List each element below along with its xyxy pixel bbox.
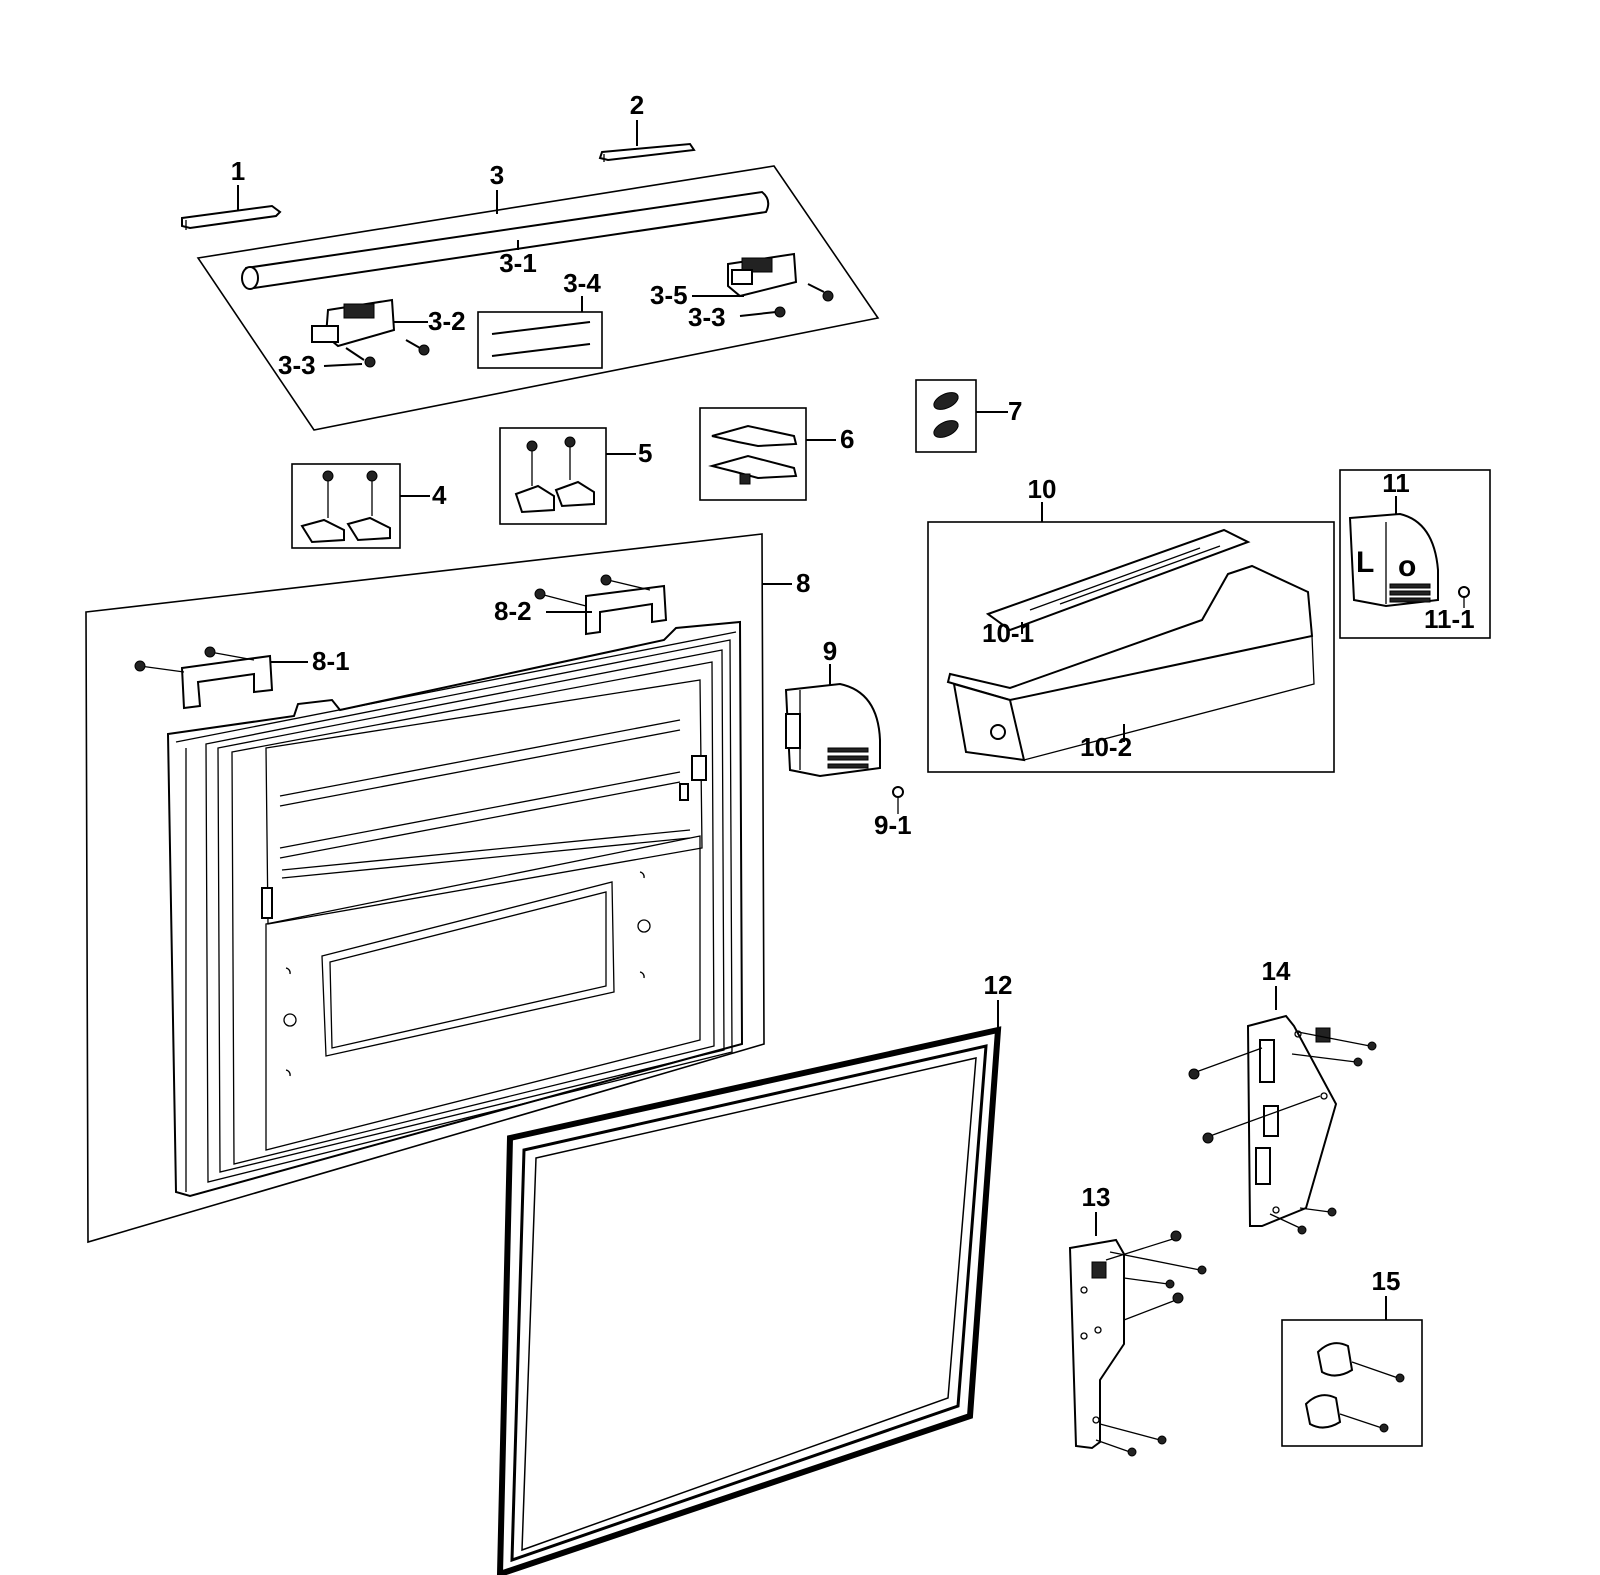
callout-12: 12 [984, 970, 1013, 1000]
part-3-4-gasket-strips [477, 296, 603, 369]
callout-5: 5 [638, 438, 652, 468]
callout-3-4: 3-4 [563, 268, 601, 298]
panel-3-hinge-kit [196, 165, 880, 431]
panel-11-hinge-cover: L o [1339, 469, 1491, 639]
callout-13: 13 [1082, 1182, 1111, 1212]
part-4-hinge-blocks [291, 463, 430, 549]
callout-6: 6 [840, 424, 854, 454]
part-3-2-hinge [311, 298, 428, 348]
panel-8-door-assembly [85, 533, 792, 1244]
callout-10-1: 10-1 [982, 618, 1034, 648]
part-12-door-gasket [496, 1000, 1002, 1575]
panel-10-door-bin [927, 502, 1335, 773]
callout-1: 1 [231, 156, 245, 186]
screw-3-3-a [323, 339, 430, 368]
callout-9: 9 [823, 636, 837, 666]
part-8-door-body [166, 620, 744, 1198]
callout-4: 4 [432, 480, 447, 510]
part-8-2-bracket [534, 574, 668, 636]
part-9-hinge-cover [784, 664, 904, 814]
callout-11: 11 [1382, 468, 1410, 498]
part-10-1-bin-cover [985, 528, 1251, 632]
cover-letter-right: o [1398, 550, 1416, 583]
callout-14: 14 [1262, 956, 1291, 986]
part-3-5-hinge [692, 252, 834, 318]
callout-2: 2 [630, 90, 644, 120]
callout-8-1: 8-1 [312, 646, 350, 676]
part-10-2-bin [946, 564, 1314, 702]
callout-9-1: 9-1 [874, 810, 912, 840]
part-14-mounting-bracket [1188, 986, 1377, 1235]
callout-3-3-left: 3-3 [278, 350, 316, 380]
part-5-hinge-blocks [499, 427, 636, 525]
part-13-mounting-bracket [1068, 1212, 1207, 1457]
callout-3-3-right: 3-3 [688, 302, 726, 332]
callout-3-2: 3-2 [428, 306, 466, 336]
part-2-hinge-cover [598, 120, 696, 162]
callout-10: 10 [1028, 474, 1057, 504]
callout-3: 3 [490, 160, 504, 190]
part-7-caps [915, 379, 1008, 453]
callout-7: 7 [1008, 396, 1022, 426]
callout-10-2: 10-2 [1080, 732, 1132, 762]
callout-3-5: 3-5 [650, 280, 688, 310]
part-15-door-stops [1281, 1296, 1423, 1447]
part-8-1-bracket [134, 646, 308, 710]
callout-8: 8 [796, 568, 810, 598]
callout-11-1: 11-1 [1424, 604, 1475, 634]
callout-3-1: 3-1 [499, 248, 537, 278]
callout-8-2: 8-2 [494, 596, 532, 626]
callout-15: 15 [1372, 1266, 1401, 1296]
cover-letter-left: L [1356, 546, 1374, 579]
part-6-door-stoppers [699, 407, 836, 501]
part-1-hinge-cover [181, 185, 282, 230]
